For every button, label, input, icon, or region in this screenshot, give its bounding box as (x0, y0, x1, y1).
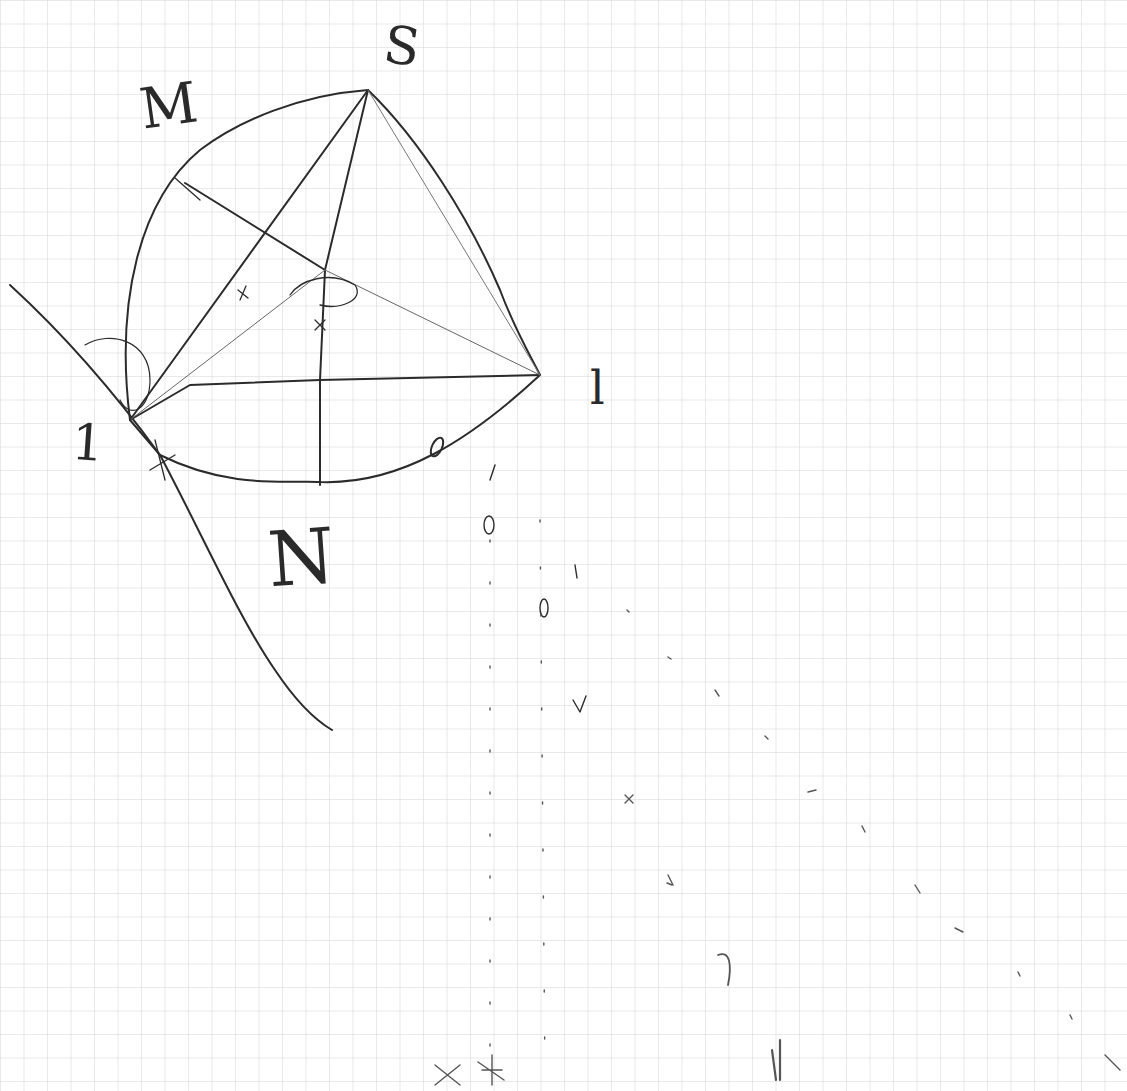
vertex-label: 1 (70, 417, 105, 469)
pyramid-sketch (10, 90, 586, 730)
scattered-marks (435, 520, 1120, 1085)
vertex-label: N (265, 518, 337, 598)
vertex-label: l (590, 365, 605, 411)
vertex-label: M (136, 74, 201, 137)
vertex-label: S (381, 18, 424, 74)
